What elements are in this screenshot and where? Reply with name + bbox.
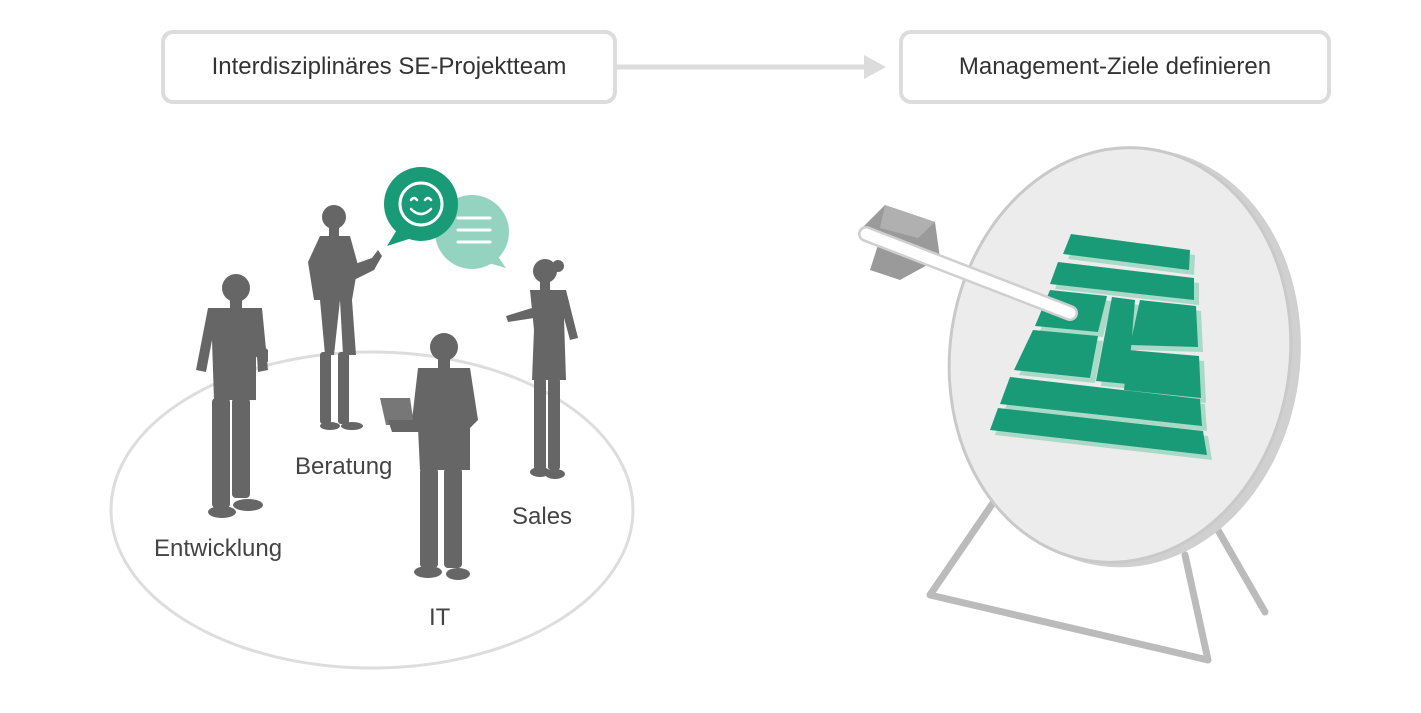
label-sales: Sales [512, 503, 573, 530]
team-circle [109, 350, 635, 670]
arrow-icon [858, 205, 1078, 321]
goal-box: Management-Ziele definieren [899, 30, 1331, 104]
smiley-chat-icon [384, 167, 458, 246]
label-entwicklung: Entwicklung [154, 535, 283, 562]
label-beratung: Beratung [295, 453, 393, 480]
person-icon [380, 333, 478, 580]
label-it: IT [429, 604, 451, 631]
connector-arrow [617, 55, 886, 79]
goal-box-label: Management-Ziele definieren [958, 53, 1272, 80]
pyramid-icon [990, 234, 1212, 460]
person-icon [506, 259, 578, 479]
target-stand-icon [926, 496, 1269, 664]
person-icon [196, 274, 268, 518]
team-box: Interdisziplinäres SE-Projektteam [161, 30, 617, 104]
team-box-label: Interdisziplinäres SE-Projektteam [211, 53, 567, 80]
person-icon [308, 205, 382, 430]
